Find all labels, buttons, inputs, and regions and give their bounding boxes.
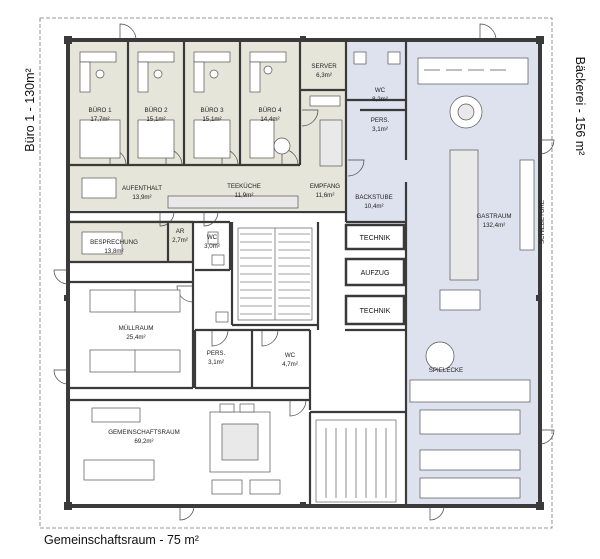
backstube-floor — [346, 182, 406, 222]
room-area-ar: 2,7m² — [172, 237, 188, 244]
technik-2-label: TECHNIK — [360, 308, 391, 315]
stairs — [237, 227, 397, 503]
bottom-caption: Gemeinschaftsraum - 75 m² — [44, 533, 199, 547]
room-name-wc-top: WC — [375, 87, 386, 94]
room-area-backstube: 10,4m² — [364, 203, 383, 210]
ar-floor — [168, 220, 193, 262]
room-area-wc-top: 8,2m² — [372, 96, 388, 103]
office-furniture — [79, 51, 401, 323]
room-name-pers-low: PERS. — [207, 350, 226, 357]
room-area-buero2: 15,1m² — [146, 116, 165, 123]
room-area-aufenthalt: 13,9m² — [132, 194, 151, 201]
technik-1-label: TECHNIK — [360, 235, 391, 242]
room-area-teekueche: 11,9m² — [235, 192, 254, 199]
room-name-muellraum: MÜLLRAUM — [119, 325, 154, 332]
room-area-gastraum: 132,4m² — [483, 222, 506, 229]
room-name-pers-top: PERS. — [371, 117, 390, 124]
structural-columns — [64, 36, 544, 510]
interior-walls — [70, 42, 408, 504]
room-area-gemeinschaftsraum: 69,2m² — [134, 438, 153, 445]
room-name-wc-low: WC — [285, 352, 296, 359]
room-name-buero3: BÜRO 3 — [200, 107, 224, 114]
room-name-teekueche: TEEKÜCHE — [227, 183, 261, 190]
room-labels: BÜRO 1 17,7m² BÜRO 2 15,1m² BÜRO 3 15,1m… — [88, 63, 546, 445]
room-name-buero2: BÜRO 2 — [144, 107, 168, 114]
room-area-buero1: 17,7m² — [90, 116, 109, 123]
room-name-gemeinschaftsraum: GEMEINSCHAFTSRAUM — [108, 429, 180, 436]
room-area-empfang: 11,6m² — [316, 192, 335, 199]
room-name-server: SERVER — [311, 63, 337, 70]
building-core: TECHNIK AUFZUG TECHNIK — [344, 223, 406, 326]
waste-containers — [89, 289, 181, 373]
room-area-buero3: 15,1m² — [202, 116, 221, 123]
room-name-backstube: BACKSTUBE — [355, 194, 392, 201]
room-area-buero4: 14,4m² — [260, 116, 279, 123]
community-furniture — [83, 403, 281, 495]
room-name-wc-mid: WC — [207, 234, 218, 241]
room-area-pers-top: 3,1m² — [372, 126, 388, 133]
room-area-wc-low: 4,7m² — [282, 361, 298, 368]
plot-boundary — [39, 17, 553, 529]
room-name-buero1: BÜRO 1 — [88, 107, 112, 114]
room-name-ar: AR — [176, 228, 185, 235]
room-area-wc-mid: 3,0m² — [204, 243, 220, 250]
aufzug-label: AUFZUG — [361, 270, 390, 277]
left-side-label: Büro 1 - 130m² — [23, 68, 37, 151]
right-side-label: Bäckerei - 156 m² — [573, 57, 587, 156]
room-name-besprechung: BESPRECHUNG — [90, 239, 138, 246]
cafe-furniture — [409, 57, 535, 499]
technik-2-box — [344, 294, 406, 326]
technik-1-box — [344, 223, 406, 251]
room-name-empfang: EMPFANG — [310, 183, 340, 190]
room-area-muellraum: 25,4m² — [126, 334, 145, 341]
room-area-server: 6,3m² — [316, 72, 332, 79]
room-name-buero4: BÜRO 4 — [258, 107, 282, 114]
aufzug-box — [344, 257, 406, 287]
schiebetuere-label: SCHIEBETÜRE — [539, 200, 546, 244]
room-area-besprechung: 13,8m² — [104, 248, 123, 255]
room-name-spielecke: SPIELECKE — [429, 367, 463, 374]
room-name-aufenthalt: AUFENTHALT — [122, 185, 162, 192]
room-name-gastraum: GASTRAUM — [476, 213, 511, 220]
room-area-pers-low: 3,1m² — [208, 359, 224, 366]
